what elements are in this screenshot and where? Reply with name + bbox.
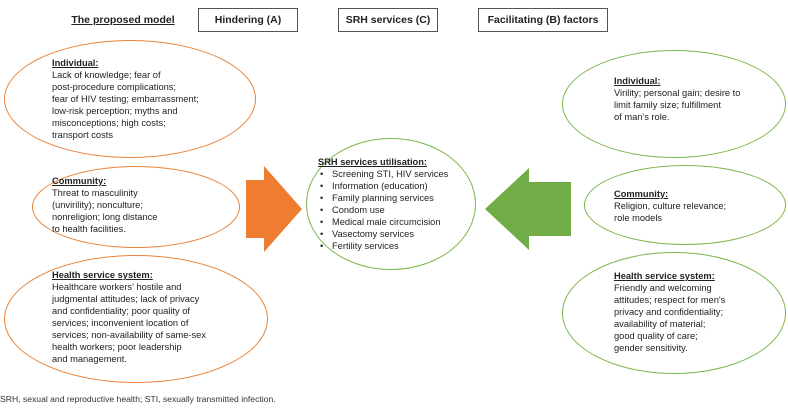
hindering-individual-line: Lack of knowledge; fear of xyxy=(52,70,161,80)
hindering-individual-line: low-risk perception; myths and xyxy=(52,106,178,116)
facilitating-health-system-line: attitudes; respect for men's xyxy=(614,295,726,305)
services-item: Vasectomy services xyxy=(320,228,474,240)
services-item: Family planning services xyxy=(320,192,474,204)
facilitating-community-text: Community: Religion, culture relevance; … xyxy=(614,188,784,224)
facilitating-community-line: Religion, culture relevance; xyxy=(614,201,727,211)
header-services: SRH services (C) xyxy=(338,8,438,32)
hindering-health-system-line: services; non-availability of same-sex xyxy=(52,330,206,340)
hindering-individual-line: transport costs xyxy=(52,130,113,140)
hindering-health-system-line: services; inconvenient location of xyxy=(52,318,189,328)
hindering-health-system-ellipse xyxy=(4,255,268,383)
hindering-community-line: (unvirility); nonculture; xyxy=(52,200,143,210)
srh-model-diagram: The proposed model Hindering (A) SRH ser… xyxy=(0,0,788,385)
services-item: Information (education) xyxy=(320,180,474,192)
facilitating-individual-text: Individual: Virility; personal gain; des… xyxy=(614,75,784,123)
hindering-community-line: to health facilities. xyxy=(52,224,126,234)
hindering-health-system-line: and confidentiality; poor quality of xyxy=(52,306,190,316)
hindering-individual-line: misconceptions; high costs; xyxy=(52,118,166,128)
hindering-community-line: Threat to masculinity xyxy=(52,188,138,198)
model-title: The proposed model xyxy=(71,14,175,26)
facilitating-individual-title: Individual: xyxy=(614,76,661,86)
hindering-community-text: Community: Threat to masculinity (unviri… xyxy=(52,175,232,235)
hindering-community-line: nonreligion; long distance xyxy=(52,212,158,222)
hindering-health-system-title: Health service system: xyxy=(52,270,153,280)
facilitating-individual-ellipse xyxy=(562,50,786,158)
facilitating-community-line: role models xyxy=(614,213,663,223)
footnote: SRH, sexual and reproductive health; STI… xyxy=(0,394,276,404)
hindering-health-system-line: judgmental attitudes; lack of privacy xyxy=(52,294,200,304)
hindering-community-title: Community: xyxy=(52,176,107,186)
facilitating-health-system-line: Friendly and welcoming xyxy=(614,283,712,293)
facilitating-individual-line: Virility; personal gain; desire to xyxy=(614,88,741,98)
services-text: SRH services utilisation: Screening STI,… xyxy=(318,156,474,252)
facilitating-health-system-line: good quality of care; xyxy=(614,331,698,341)
services-item: Screening STI, HIV services xyxy=(320,168,474,180)
hindering-health-system-line: Healthcare workers' hostile and xyxy=(52,282,182,292)
header-hindering: Hindering (A) xyxy=(198,8,298,32)
facilitating-health-system-title: Health service system: xyxy=(614,271,715,281)
header-facilitating: Facilitating (B) factors xyxy=(478,8,608,32)
hindering-arrow xyxy=(246,166,302,252)
facilitating-health-system-line: availability of material; xyxy=(614,319,706,329)
hindering-individual-line: post-procedure complications; xyxy=(52,82,177,92)
services-title: SRH services utilisation: xyxy=(318,157,428,167)
facilitating-health-system-text: Health service system: Friendly and welc… xyxy=(614,270,784,354)
facilitating-individual-line: limit family size; fulfillment xyxy=(614,100,721,110)
facilitating-individual-line: of man's role. xyxy=(614,112,670,122)
facilitating-arrow xyxy=(485,168,571,250)
facilitating-community-title: Community: xyxy=(614,189,669,199)
facilitating-health-system-line: gender sensitivity. xyxy=(614,343,688,353)
hindering-individual-ellipse xyxy=(4,40,256,158)
hindering-health-system-line: and management. xyxy=(52,354,127,364)
services-item: Condom use xyxy=(320,204,474,216)
arrows-layer xyxy=(246,166,571,252)
facilitating-community-ellipse xyxy=(584,165,786,245)
services-item: Medical male circumcision xyxy=(320,216,474,228)
hindering-individual-line: fear of HIV testing; embarrassment; xyxy=(52,94,199,104)
hindering-individual-text: Individual: Lack of knowledge; fear of p… xyxy=(52,57,252,141)
hindering-health-system-text: Health service system: Healthcare worker… xyxy=(52,269,266,365)
hindering-health-system-line: health workers; poor leadership xyxy=(52,342,182,352)
facilitating-health-system-ellipse xyxy=(562,252,786,374)
hindering-community-ellipse xyxy=(32,166,240,248)
hindering-individual-title: Individual: xyxy=(52,58,99,68)
facilitating-health-system-line: privacy and confidentiality; xyxy=(614,307,724,317)
services-item: Fertility services xyxy=(320,240,474,252)
services-list: Screening STI, HIV services Information … xyxy=(318,168,474,252)
